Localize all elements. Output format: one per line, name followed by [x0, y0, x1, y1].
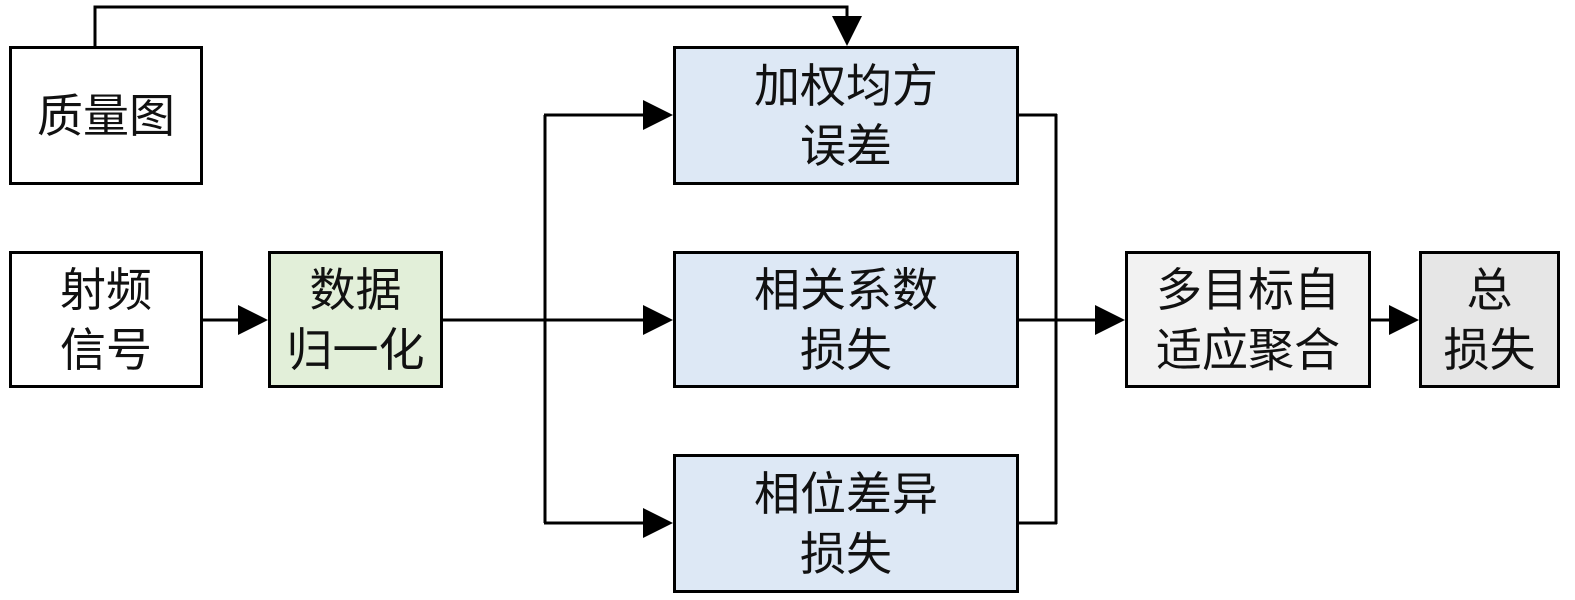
node-rf-signal-line-1: 射频 [60, 262, 152, 317]
node-correlation-loss-line-1: 相关系数 [754, 262, 938, 317]
node-normalization: 数据 归一化 [268, 251, 443, 388]
node-aggregation-line-2: 适应聚合 [1156, 322, 1340, 377]
node-quality-map: 质量图 [9, 46, 203, 185]
node-total-loss-line-1: 总 [1466, 262, 1513, 317]
node-weighted-mse: 加权均方 误差 [673, 46, 1019, 185]
node-correlation-loss: 相关系数 损失 [673, 251, 1019, 388]
node-correlation-loss-line-2: 损失 [800, 322, 892, 377]
node-phase-loss: 相位差异 损失 [673, 454, 1019, 593]
node-normalization-line-1: 数据 [309, 262, 402, 317]
node-phase-loss-line-2: 损失 [800, 526, 892, 581]
node-quality-map-line-1: 质量图 [37, 88, 175, 143]
node-total-loss-line-2: 损失 [1443, 322, 1536, 377]
node-aggregation-line-1: 多目标自 [1156, 262, 1340, 317]
edge-quality-map-to-weighted-mse [93, 5, 862, 47]
node-weighted-mse-line-1: 加权均方 [754, 58, 938, 113]
node-phase-loss-line-1: 相位差异 [754, 466, 938, 521]
node-rf-signal: 射频 信号 [9, 251, 203, 388]
node-aggregation: 多目标自 适应聚合 [1125, 251, 1371, 388]
node-total-loss: 总 损失 [1419, 251, 1560, 388]
node-normalization-line-2: 归一化 [286, 322, 425, 377]
node-rf-signal-line-2: 信号 [60, 322, 152, 377]
node-weighted-mse-line-2: 误差 [800, 118, 892, 173]
